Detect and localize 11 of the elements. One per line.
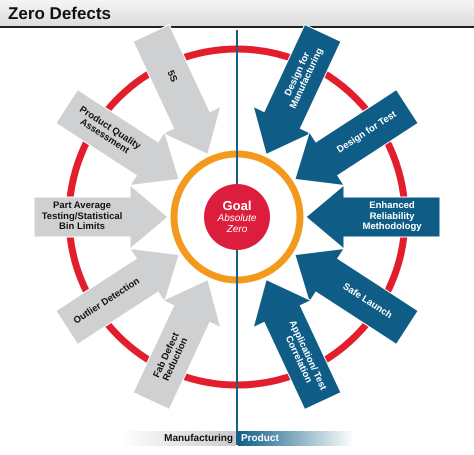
pointed-banner <box>55 88 180 186</box>
pointed-banner <box>34 184 169 250</box>
pointed-banner <box>252 278 342 410</box>
title: Zero Defects <box>8 4 111 24</box>
arrow-label: 5S <box>164 69 179 84</box>
pointed-banner <box>305 184 440 250</box>
goal-heading: Goal <box>222 199 252 213</box>
arrow-label: Enhanced Reliability Methodology <box>361 201 423 233</box>
arrow-label: Part Average Testing/Statistical Bin Limits <box>40 201 124 233</box>
product-label: Product <box>238 431 354 446</box>
goal-subtitle: Absolute Zero <box>216 213 258 235</box>
